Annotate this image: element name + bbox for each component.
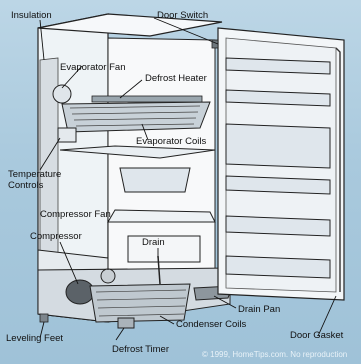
label-drain-pan: Drain Pan — [238, 304, 281, 315]
copyright-footer: © 1999, HomeTips.com. No reproduction — [202, 350, 348, 359]
label-insulation: Insulation — [11, 10, 52, 21]
label-compressor-fan: Compressor Fan — [40, 209, 111, 220]
compressor-shape — [65, 279, 95, 305]
fridge-crisper — [127, 235, 201, 263]
cabinet-top — [37, 13, 223, 37]
label-condenser-coils: Condenser Coils — [176, 319, 247, 330]
door-gasket-edge — [335, 47, 341, 292]
label-defrost-heater: Defrost Heater — [145, 73, 207, 84]
label-evaporator-coils: Evaporator Coils — [136, 136, 207, 147]
evaporator-coil-fins — [69, 105, 201, 127]
fridge-shelf — [107, 209, 216, 223]
label-door-switch: Door Switch — [157, 10, 209, 21]
label-temperature-controls: Temperature Controls — [8, 169, 62, 191]
label-drain: Drain — [142, 237, 165, 248]
condenser-coils-shape — [89, 283, 191, 323]
label-evaporator-fan: Evaporator Fan — [60, 62, 126, 73]
compressor-fan-shape — [100, 268, 116, 284]
leveling-foot — [39, 313, 49, 323]
leader-lines — [39, 17, 337, 341]
evaporator-fan-shape — [52, 84, 72, 104]
label-leveling-feet: Leveling Feet — [6, 333, 64, 344]
door-shelves — [225, 57, 331, 279]
label-compressor: Compressor — [30, 231, 82, 242]
temperature-controls-box — [57, 127, 77, 143]
drain-tube — [157, 255, 161, 285]
label-defrost-timer: Defrost Timer — [112, 344, 170, 355]
freezer-tray — [119, 167, 191, 193]
freezer-floor — [59, 145, 216, 159]
label-door-gasket: Door Gasket — [290, 330, 344, 341]
defrost-timer-shape — [117, 317, 135, 329]
defrost-heater-bar — [91, 95, 203, 103]
